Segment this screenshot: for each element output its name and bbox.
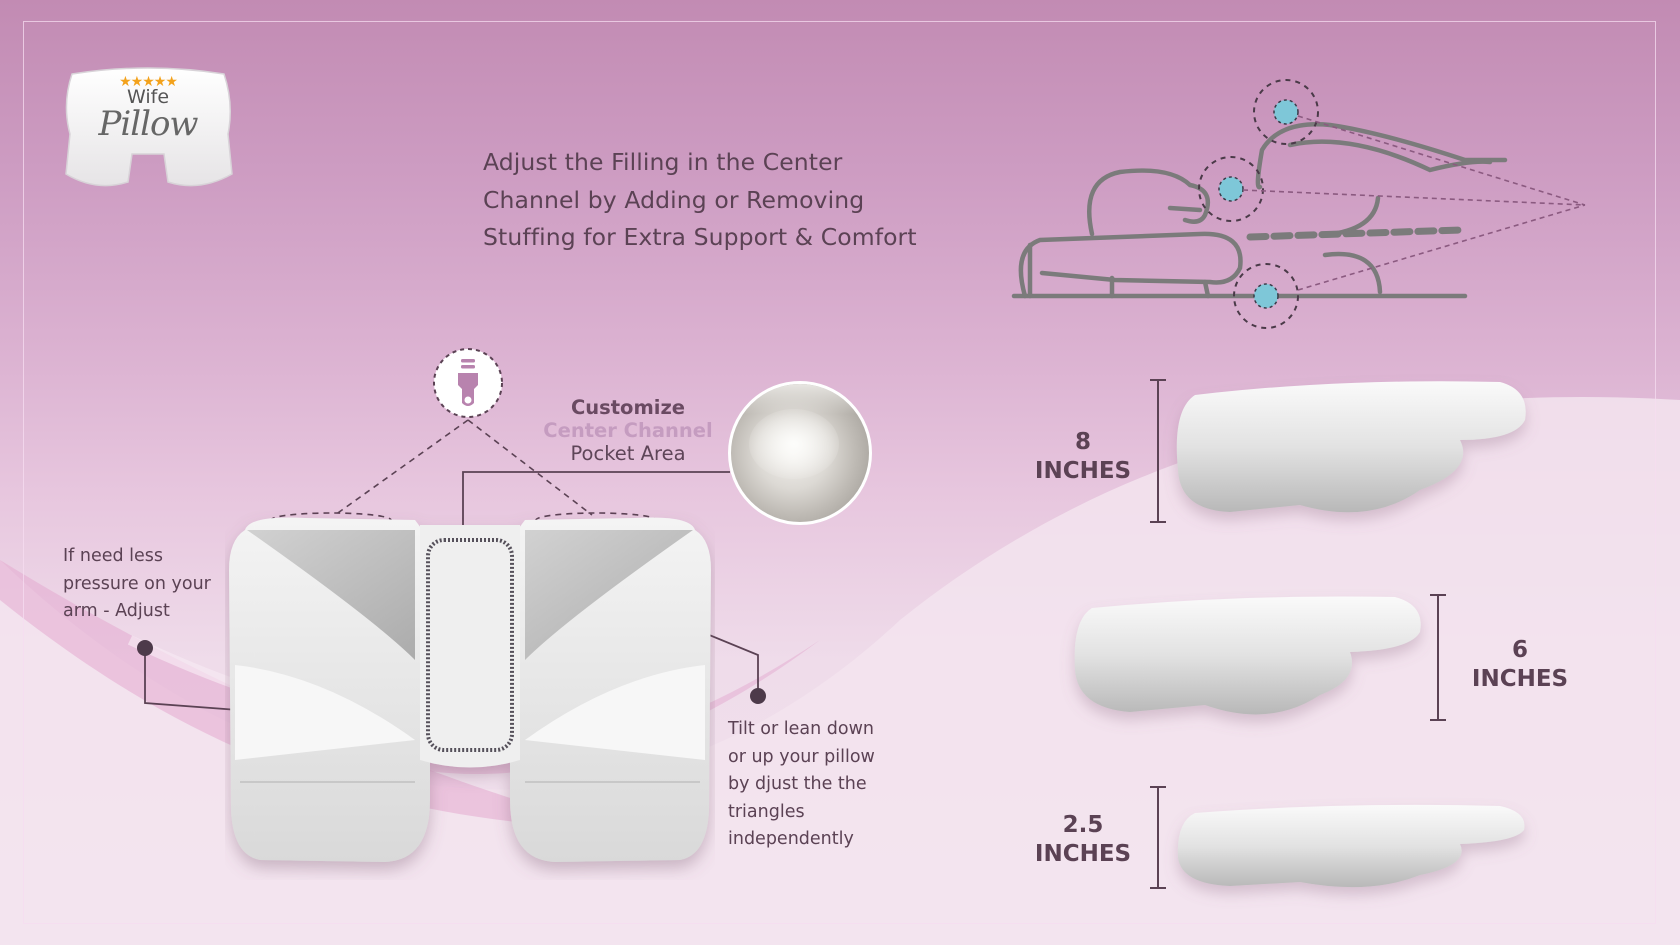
- pressure-ring-hip: [1233, 263, 1299, 329]
- fiber-filling-closeup: [728, 381, 872, 525]
- headline-line: Channel by Adding or Removing: [483, 185, 865, 214]
- note-tilt-triangles: Tilt or lean down or up your pillow by d…: [728, 716, 918, 854]
- callout-subtitle: Center Channel: [543, 419, 713, 442]
- measurement-unit: INCHES: [1034, 458, 1132, 484]
- headline-line: Stuffing for Extra Support & Comfort: [483, 223, 917, 251]
- pressure-point-icon: [1218, 176, 1244, 202]
- note-line: by djust the the: [728, 774, 867, 794]
- pillow-side-6in: [1074, 596, 1421, 715]
- spine-dashed: [1246, 226, 1464, 241]
- measurement-2-5in: 2.5 INCHES: [1023, 811, 1143, 869]
- callout-dot-right: [750, 688, 766, 704]
- measure-bar-6: [1430, 594, 1446, 721]
- measure-bar-2-5: [1150, 786, 1166, 889]
- pillow-outline: [1018, 231, 1243, 299]
- note-line: or up your pillow: [728, 746, 875, 767]
- note-line: arm - Adjust: [63, 601, 170, 621]
- callout-detail: Pocket Area: [570, 442, 686, 465]
- pressure-ring-shoulder: [1253, 79, 1319, 145]
- brand-logo: ★★★★★ Wife Pillow: [60, 64, 236, 194]
- pillow-side-8in: [1176, 381, 1526, 513]
- headline: Adjust the Filling in the Center Channel…: [483, 144, 963, 257]
- pressure-ring-neck: [1198, 156, 1264, 222]
- measurement-value: 8: [1074, 429, 1091, 455]
- page-frame: [23, 21, 1656, 924]
- note-line: Tilt or lean down: [728, 719, 874, 739]
- measurement-8in: 8 INCHES: [1023, 428, 1143, 486]
- note-line: independently: [728, 829, 854, 849]
- note-line: If need less: [63, 546, 164, 566]
- zipper-icon: [433, 348, 503, 418]
- pressure-point-icon: [1273, 99, 1299, 125]
- sleeping-posture-diagram: [1011, 79, 1586, 329]
- callout-title: Customize: [570, 396, 686, 419]
- measurement-unit: INCHES: [1034, 841, 1132, 867]
- logo-pillow-shape: [65, 67, 233, 187]
- callout-dot-left: [137, 640, 153, 656]
- note-line: triangles: [728, 801, 805, 822]
- measurement-value: 2.5: [1062, 812, 1104, 838]
- measurement-unit: INCHES: [1471, 666, 1569, 692]
- pressure-point-icon: [1253, 283, 1279, 309]
- note-line: pressure on your: [63, 573, 211, 594]
- leg-outline: [1322, 251, 1383, 295]
- logo-text-wife: Wife: [126, 86, 170, 108]
- measurement-value: 6: [1511, 637, 1528, 663]
- head-outline: [1087, 168, 1211, 237]
- logo-text-pillow: Pillow: [98, 104, 198, 144]
- measure-bar-8: [1150, 379, 1166, 523]
- center-channel-callout: Customize Center Channel Pocket Area: [520, 396, 736, 465]
- note-arm-pressure: If need less pressure on your arm - Adju…: [63, 543, 263, 626]
- main-pillow-image: [229, 517, 711, 862]
- pillow-side-2-5in: [1177, 804, 1525, 888]
- measurement-6in: 6 INCHES: [1460, 636, 1580, 694]
- headline-line: Adjust the Filling in the Center: [483, 148, 843, 176]
- rating-stars: ★★★★★: [119, 74, 178, 90]
